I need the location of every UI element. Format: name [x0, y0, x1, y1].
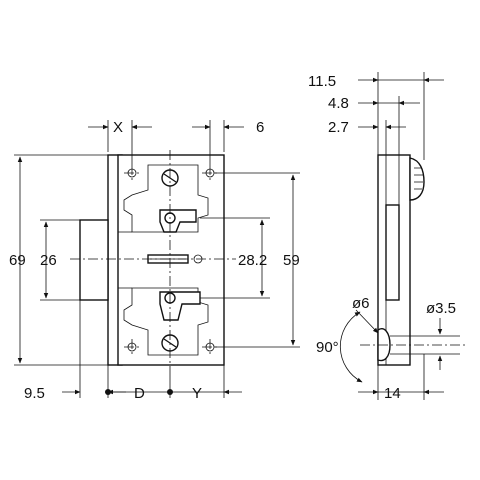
- front-view: [70, 150, 236, 372]
- dim-dia-6-label: ø6: [352, 295, 370, 312]
- dim-14-label: 14: [384, 385, 401, 402]
- side-dimensions: [339, 72, 444, 400]
- dim-6-label: 6: [256, 119, 264, 136]
- dim-28-2-label: 28.2: [238, 252, 267, 269]
- dim-x-label: X: [113, 119, 123, 136]
- dim-d-label: D: [134, 385, 145, 402]
- side-slot: [385, 204, 400, 301]
- dim-dia-3-5-label: ø3.5: [426, 300, 456, 317]
- cylinder-housing: [79, 219, 109, 301]
- mounting-holes: [124, 165, 218, 355]
- dim-90-label: 90°: [316, 339, 339, 356]
- dim-2-7-label: 2.7: [328, 119, 349, 136]
- plate-jag-lines: [118, 231, 132, 289]
- dim-59-label: 59: [283, 252, 300, 269]
- front-dimensions: [14, 120, 300, 398]
- side-view: [360, 154, 465, 366]
- dim-9-5-label: 9.5: [24, 385, 45, 402]
- dim-4-8-label: 4.8: [328, 95, 349, 112]
- side-bolt-hatch: [414, 167, 423, 190]
- dim-11-5-label: 11.5: [308, 73, 336, 90]
- dim-y-label: Y: [192, 385, 202, 402]
- side-knob-lines: [390, 335, 460, 355]
- dim-69-label: 69: [9, 252, 26, 269]
- side-bolt-head: [409, 157, 425, 201]
- dim-26-label: 26: [40, 252, 57, 269]
